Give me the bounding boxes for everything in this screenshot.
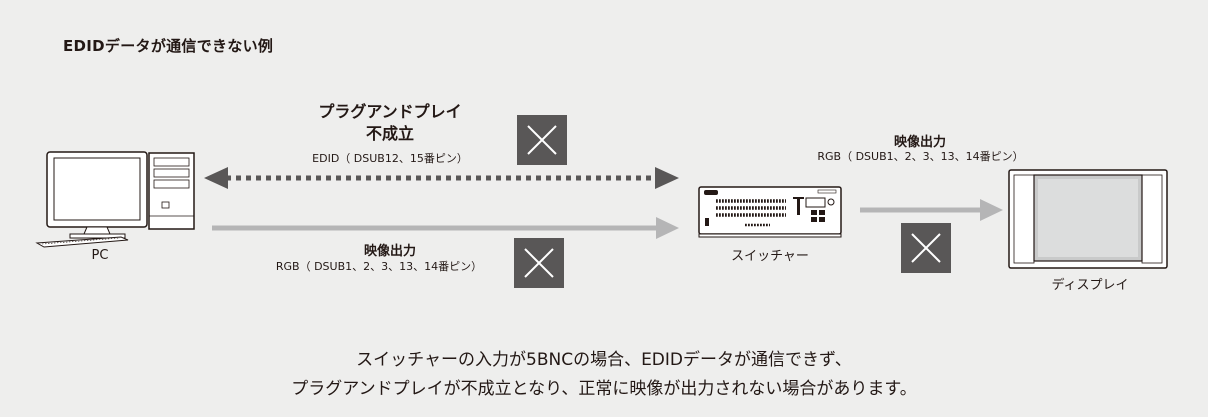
pnp-detail: EDID（ DSUB12、15番ピン） [312, 152, 468, 165]
pc-output-detail: RGB（ DSUB1、2、3、13、14番ピン） [275, 260, 483, 273]
edid-blocked-icon [517, 115, 567, 165]
pc-icon [35, 151, 195, 248]
note-line2: プラグアンドプレイが不成立となり、正常に映像が出力されない場合があります。 [291, 379, 917, 399]
pnp-label-line2: 不成立 [365, 124, 414, 143]
note-line1: スイッチャーの入力が5BNCの場合、EDIDデータが通信できず、 [356, 350, 852, 370]
display-label: ディスプレイ [1051, 278, 1129, 293]
switcher-output-label: 映像出力 [893, 135, 946, 150]
diagram-title: EDIDデータが通信できない例 [63, 37, 274, 55]
explanation-note: スイッチャーの入力が5BNCの場合、EDIDデータが通信できず、 プラグアンドプ… [0, 346, 1208, 404]
pc-output-label: 映像出力 [363, 244, 416, 259]
switcher-label: スイッチャー [731, 249, 809, 264]
pnp-label: プラグアンドプレイ 不成立 [300, 101, 480, 145]
switcher-to-display-arrow [860, 199, 1003, 221]
edid-dotted-arrow [204, 167, 679, 189]
display-icon [1008, 169, 1168, 269]
pc-label: PC [91, 248, 109, 263]
switcher-icon [698, 186, 842, 238]
switcher-output-blocked-icon [901, 223, 951, 273]
pc-output-blocked-icon [514, 238, 564, 288]
switcher-output-detail: RGB（ DSUB1、2、3、13、14番ピン） [817, 150, 1024, 163]
pc-to-switcher-arrow [212, 217, 679, 239]
pnp-label-line1: プラグアンドプレイ [318, 102, 462, 121]
